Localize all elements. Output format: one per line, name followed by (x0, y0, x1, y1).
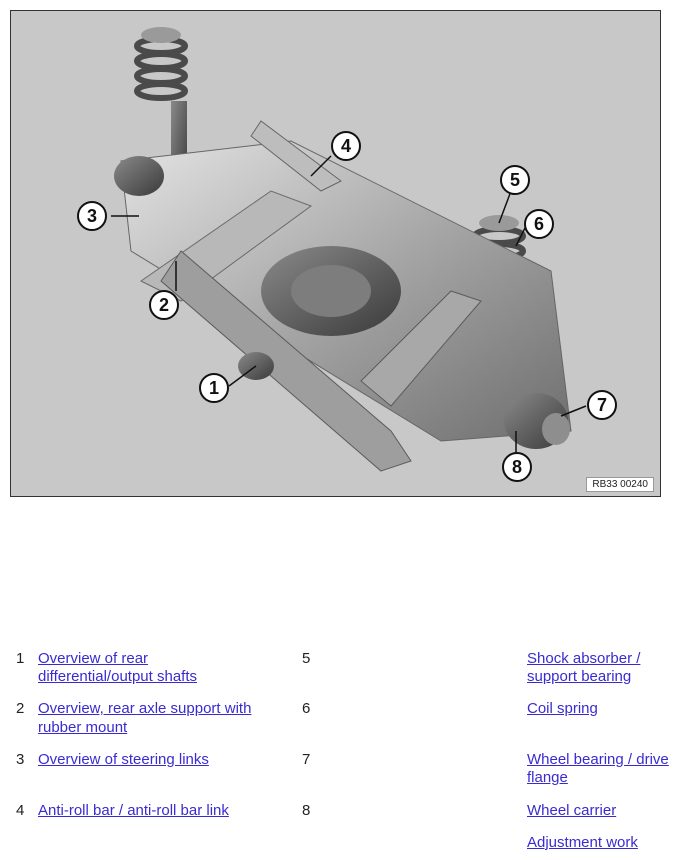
link-shock-absorber-line-1[interactable]: Shock absorber / (527, 650, 641, 667)
link-steering-links[interactable]: Overview of steering links (38, 751, 209, 768)
callout-3: 3 (77, 201, 107, 231)
link-wheel-bearing-line-2[interactable]: flange (527, 769, 568, 786)
callout-1: 1 (199, 373, 229, 403)
rear-axle-diagram: 1 2 3 4 5 6 7 8 RB33 00240 (10, 10, 661, 497)
legend-number: 6 (302, 700, 311, 717)
link-anti-roll-bar[interactable]: Anti-roll bar / anti-roll bar link (38, 802, 229, 819)
callout-2: 2 (149, 290, 179, 320)
link-shock-absorber-line-2[interactable]: support bearing (527, 668, 632, 685)
axle-illustration (111, 27, 587, 472)
legend-number: 5 (302, 650, 311, 667)
legend-number: 8 (302, 802, 311, 819)
callout-5: 5 (500, 165, 530, 195)
legend-number: 7 (302, 751, 311, 768)
link-axle-support-line-2[interactable]: rubber mount (38, 719, 128, 736)
callout-7: 7 (587, 390, 617, 420)
link-rear-differential-line-1[interactable]: Overview of rear (38, 650, 149, 667)
link-rear-differential-line-2[interactable]: differential/output shafts (38, 668, 197, 685)
figure-reference-code: RB33 00240 (586, 477, 654, 492)
link-wheel-bearing-line-1[interactable]: Wheel bearing / drive (527, 751, 669, 768)
link-adjustment-work[interactable]: Adjustment work (527, 834, 638, 851)
legend-number: 2 (16, 700, 25, 717)
legend-number: 1 (16, 650, 25, 667)
link-wheel-carrier[interactable]: Wheel carrier (527, 802, 617, 819)
callout-4: 4 (331, 131, 361, 161)
legend-number: 4 (16, 802, 25, 819)
callout-6: 6 (524, 209, 554, 239)
link-coil-spring[interactable]: Coil spring (527, 700, 598, 717)
callout-8: 8 (502, 452, 532, 482)
link-axle-support-line-1[interactable]: Overview, rear axle support with (38, 700, 252, 717)
legend-number: 3 (16, 751, 25, 768)
